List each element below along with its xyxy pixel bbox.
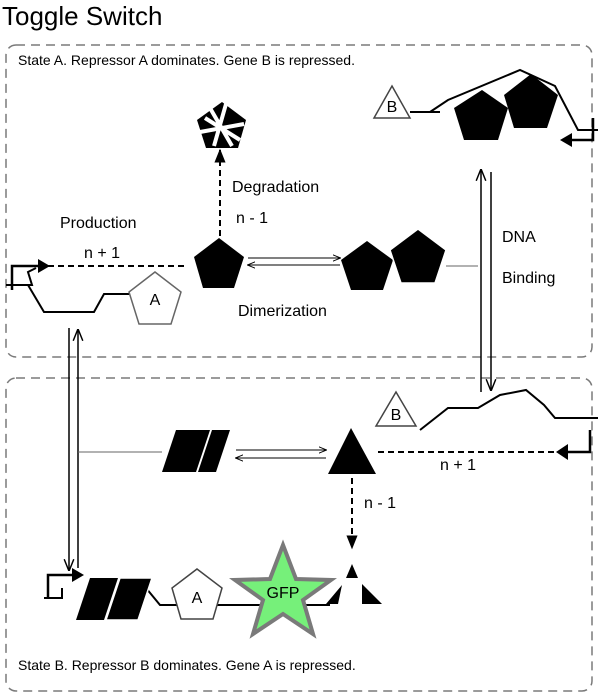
gene-a-binding-arrows [69, 328, 78, 570]
dimerization-arrows-a [248, 258, 340, 265]
state-a-box [5, 44, 593, 358]
binding-label: Binding [502, 270, 555, 287]
state-a-caption: State A. Repressor A dominates. Gene B i… [18, 52, 355, 68]
protein-a-label-b: A [192, 590, 203, 607]
repressor-a-dimer [341, 228, 447, 290]
degraded-fragments-b [326, 564, 382, 604]
repressor-a-monomer [194, 238, 244, 288]
dna-binding-arrows [481, 170, 491, 392]
gene-a-dna [6, 259, 130, 313]
dimerization-arrows-b [236, 450, 326, 458]
gene-a-repressed [44, 568, 330, 621]
protein-a-state-b: A [171, 568, 223, 620]
protein-a-label: A [150, 292, 161, 309]
gene-b-repressed [410, 68, 598, 147]
degradation-label: Degradation [232, 179, 319, 196]
repressor-b-dimer [162, 430, 230, 472]
state-b-caption: State B. Repressor B dominates. Gene A i… [18, 657, 356, 673]
protein-a-state-a: A [128, 271, 182, 325]
protein-b-label: B [387, 99, 398, 116]
degradation-order-a: n - 1 [236, 210, 268, 227]
gene-b-active [419, 388, 598, 460]
protein-b-label-b: B [391, 407, 402, 424]
state-b-box [5, 377, 593, 692]
protein-b-state-b: B [374, 390, 418, 427]
degraded-fragments-a [197, 102, 246, 148]
protein-b-state-a: B [372, 84, 412, 119]
gfp-reporter: GFP [228, 539, 338, 639]
dna-label: DNA [502, 229, 536, 246]
dimerization-label: Dimerization [238, 303, 327, 320]
production-order-b: n + 1 [440, 457, 476, 474]
production-order-a: n + 1 [84, 245, 120, 262]
diagram-title: Toggle Switch [2, 1, 162, 31]
gfp-label: GFP [267, 585, 300, 602]
degradation-order-b: n - 1 [364, 495, 396, 512]
production-label: Production [60, 215, 137, 232]
repressor-b-monomer [328, 428, 376, 474]
